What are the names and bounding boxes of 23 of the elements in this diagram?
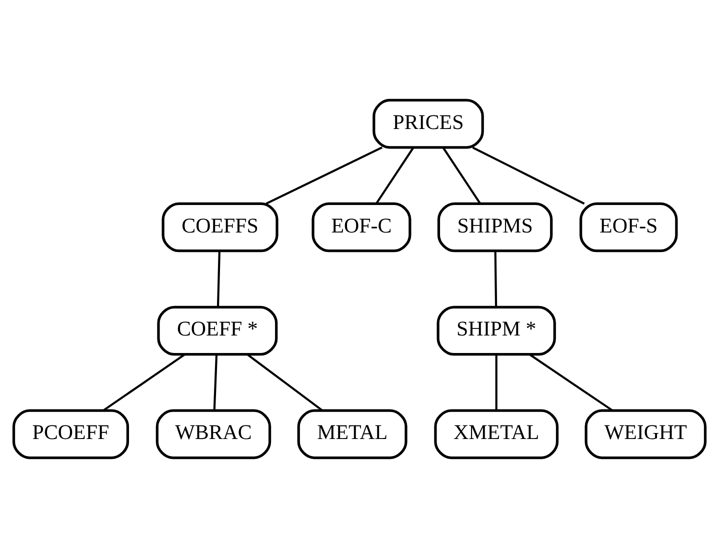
node-box: XMETAL bbox=[434, 408, 559, 459]
connector bbox=[472, 146, 585, 204]
connector bbox=[494, 250, 498, 307]
node-box: WEIGHT bbox=[584, 408, 707, 459]
connector bbox=[266, 146, 382, 204]
connector bbox=[216, 250, 220, 307]
connector bbox=[102, 353, 186, 411]
node-box: PRICES bbox=[372, 98, 484, 148]
connector bbox=[246, 353, 324, 411]
connector bbox=[495, 354, 498, 410]
node-box: EOF-S bbox=[580, 202, 678, 252]
node-box: WBRAC bbox=[156, 408, 272, 459]
connector bbox=[213, 354, 218, 410]
node-box: SHIPM * bbox=[436, 305, 556, 356]
connector bbox=[442, 146, 482, 204]
node-box: COEFFS bbox=[162, 202, 278, 252]
connector bbox=[375, 146, 414, 204]
node-box: COEFF * bbox=[157, 305, 278, 356]
node-box: SHIPMS bbox=[437, 202, 553, 252]
connector bbox=[528, 353, 614, 411]
node-box: EOF-C bbox=[312, 202, 412, 252]
node-box: METAL bbox=[297, 408, 408, 459]
node-box: PCOEFF bbox=[12, 408, 129, 459]
